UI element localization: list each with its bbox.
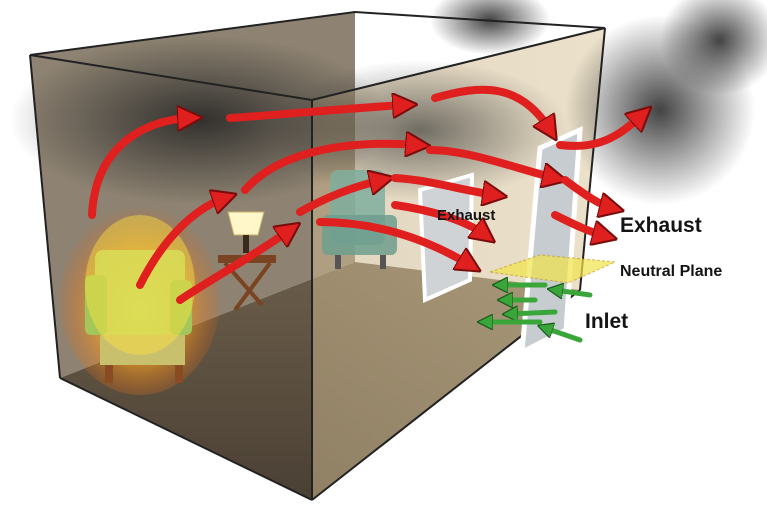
hot-gas-flow-arrows	[88, 85, 642, 304]
hot-gas-arrow	[391, 201, 485, 235]
window-exhaust-label: Exhaust	[437, 207, 496, 224]
room-edge	[59, 377, 313, 501]
hot-gas-arrow	[226, 105, 405, 122]
hot-gas-arrow	[556, 115, 642, 150]
neutral-plane-label: Neutral Plane	[620, 263, 723, 280]
window-opening	[417, 172, 475, 304]
hot-gas-arrow	[551, 211, 605, 236]
room-edge	[579, 27, 606, 291]
smoke-plume	[430, 0, 550, 55]
hot-gas-arrow	[426, 146, 555, 178]
inlet-arrow	[545, 328, 583, 343]
inlet-arrow	[510, 312, 558, 314]
inlet-flow-arrows	[485, 285, 593, 343]
inlet-label: Inlet	[585, 310, 629, 333]
hot-gas-arrow	[176, 230, 290, 304]
hot-gas-arrow	[296, 180, 382, 216]
smoke-plume	[660, 0, 767, 95]
inlet-arrow	[555, 290, 593, 295]
table-lamp-icon	[227, 211, 265, 253]
hot-gas-arrow	[431, 85, 550, 130]
hot-gas-arrow	[561, 176, 612, 208]
hot-gas-arrow	[136, 198, 225, 289]
hot-gas-arrow	[241, 144, 418, 194]
door-exhaust-label: Exhaust	[620, 214, 702, 237]
armchair-icon	[60, 205, 220, 395]
hot-gas-arrow	[316, 218, 470, 265]
hot-gas-arrow	[88, 118, 190, 219]
neutral-plane	[489, 254, 618, 284]
room-edge	[29, 54, 61, 379]
hot-gas-arrow	[391, 174, 495, 195]
